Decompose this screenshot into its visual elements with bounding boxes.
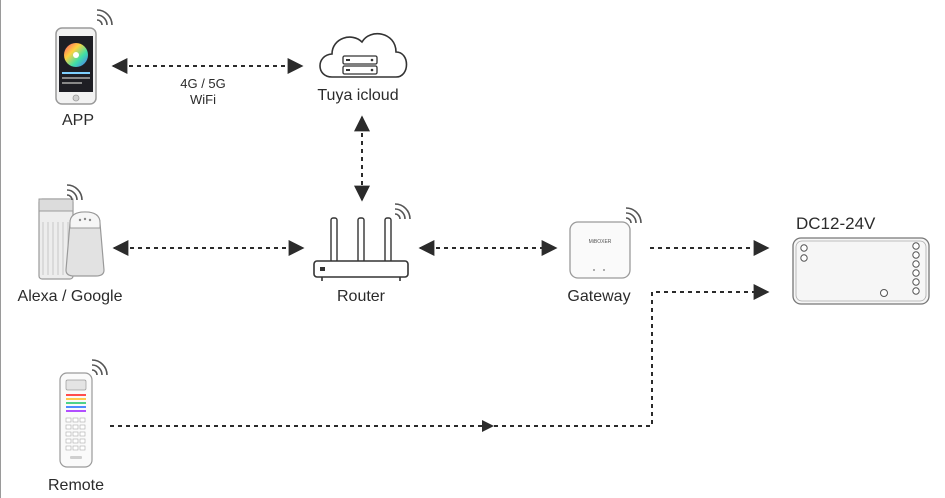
wifi-icon (625, 207, 642, 224)
gateway-brand-text: MiBOXER (589, 239, 612, 245)
network-type-label-wifi: WiFi (190, 92, 216, 107)
controller-voltage-label: DC12-24V (796, 214, 876, 233)
controller-icon (792, 237, 930, 305)
gateway-label: Gateway (567, 288, 631, 305)
gateway-icon: MiBOXER (569, 221, 631, 279)
wifi-icon (96, 9, 113, 26)
network-type-label: 4G / 5G (180, 76, 226, 91)
router-icon (313, 217, 409, 281)
smart-speaker-icon (38, 198, 105, 280)
speaker-label: Alexa / Google (17, 288, 123, 305)
wifi-icon (91, 359, 108, 376)
app-label: APP (61, 112, 94, 129)
remote-label: Remote (47, 477, 105, 494)
phone-icon (55, 27, 97, 105)
cloud-label: Tuya icloud (317, 87, 399, 104)
remote-control-icon (59, 372, 93, 468)
remote-controller-link (110, 284, 770, 432)
wifi-icon (394, 203, 411, 220)
cloud-icon (319, 32, 408, 78)
router-label: Router (336, 288, 386, 305)
wifi-icon (66, 184, 83, 201)
